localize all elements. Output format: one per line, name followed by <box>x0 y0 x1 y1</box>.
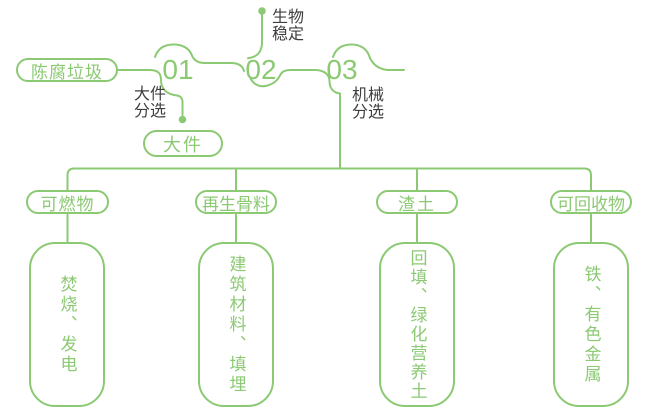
step-number-01: 01 <box>162 54 194 85</box>
step-number-03: 03 <box>326 54 358 85</box>
outcome-box-incineration: 焚烧、发电 <box>29 242 105 407</box>
dot-step2-stub <box>258 7 266 15</box>
process-label-bio-stabilization: 生物 稳定 <box>272 9 305 43</box>
outcome-box-metals: 铁、有色金属 <box>553 242 629 407</box>
connector-step2-to-tree <box>249 69 341 170</box>
category-label: 再生骨料 <box>202 194 270 214</box>
outcome-text: 焚烧、发电 <box>57 274 77 375</box>
category-label: 渣土 <box>398 194 436 214</box>
connector-step1-to-step2 <box>154 43 245 72</box>
outcome-box-building-materials: 建筑材料、填埋 <box>198 242 274 407</box>
category-label: 可燃物 <box>40 194 95 214</box>
category-node-combustibles: 可燃物 <box>26 190 109 214</box>
category-label: 可回收物 <box>557 194 625 214</box>
category-node-recyclables: 可回收物 <box>550 190 632 214</box>
outcome-text: 铁、有色金属 <box>581 264 601 385</box>
outcome-box-backfill-soil: 回填、绿化营养土 <box>379 242 455 407</box>
connector-step3-out <box>332 43 405 71</box>
process-label-mechanical-sorting: 机械 分选 <box>352 87 385 121</box>
connector-branch-rail <box>66 167 592 192</box>
dot-step1-stub <box>178 115 187 124</box>
process-label-bulky-sorting: 大件 分选 <box>134 86 167 120</box>
source-node-aged-waste: 陈腐垃圾 <box>16 58 118 82</box>
step-number-02: 02 <box>245 54 277 85</box>
connector-source-to-step1 <box>117 69 184 116</box>
output-node-bulky-items: 大件 <box>143 130 223 157</box>
source-node-label: 陈腐垃圾 <box>31 62 103 82</box>
output-node-bulky-items-label: 大件 <box>163 134 203 155</box>
connector-step2-top-stub <box>247 14 263 60</box>
category-node-slag-soil: 渣土 <box>376 190 458 214</box>
outcome-text: 回填、绿化营养土 <box>407 248 427 401</box>
category-node-recycled-aggregate: 再生骨料 <box>195 190 277 214</box>
outcome-text: 建筑材料、填埋 <box>226 254 246 395</box>
